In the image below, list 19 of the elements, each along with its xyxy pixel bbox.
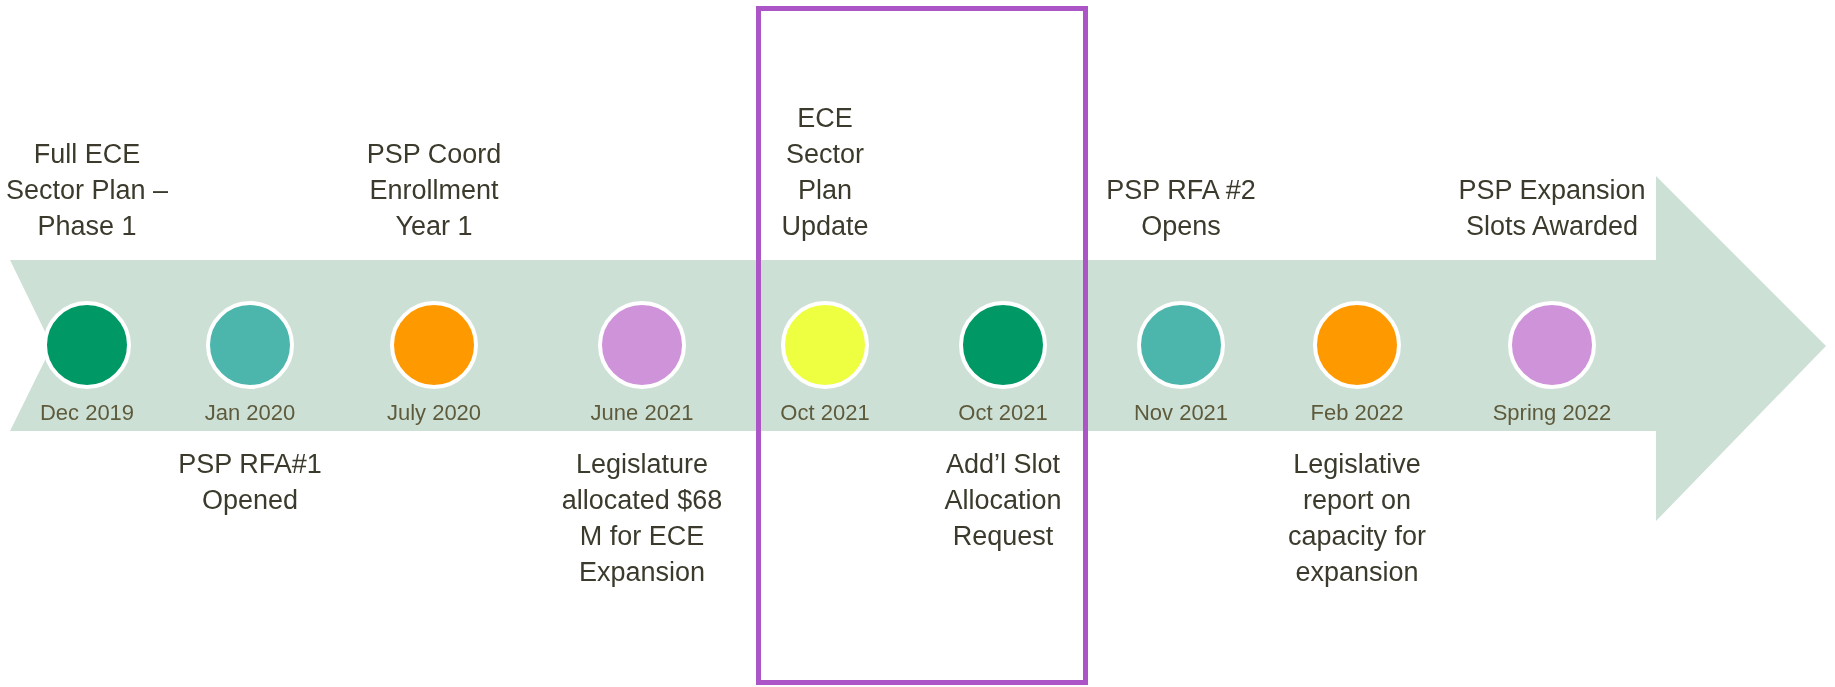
milestone-label: PSP RFA #2 Opens <box>1105 174 1257 243</box>
date-label: July 2020 <box>385 400 483 426</box>
date-label: June 2021 <box>589 400 695 426</box>
milestone-label: PSP Expansion Slots Awarded <box>1457 174 1647 243</box>
date-label: Oct 2021 <box>779 400 871 426</box>
milestone-label: Legislature allocated $68 M for ECE Expansion <box>560 448 724 589</box>
date-label: Spring 2022 <box>1491 400 1613 426</box>
milestone-label: ECE Sector Plan Update <box>780 102 870 243</box>
milestone-label: PSP Coord Enrollment Year 1 <box>365 138 503 243</box>
milestone-label: Full ECE Sector Plan – Phase 1 <box>4 138 170 243</box>
highlight-frame <box>756 6 1088 685</box>
date-label: Dec 2019 <box>38 400 136 426</box>
date-label: Feb 2022 <box>1309 400 1405 426</box>
date-label: Jan 2020 <box>203 400 297 426</box>
milestone-label: PSP RFA#1 Opened <box>177 448 323 517</box>
milestone-label: Add’l Slot Allocation Request <box>943 448 1063 553</box>
date-label: Oct 2021 <box>957 400 1049 426</box>
date-label: Nov 2021 <box>1132 400 1230 426</box>
milestone-label: Legislative report on capacity for expansion <box>1286 448 1428 589</box>
